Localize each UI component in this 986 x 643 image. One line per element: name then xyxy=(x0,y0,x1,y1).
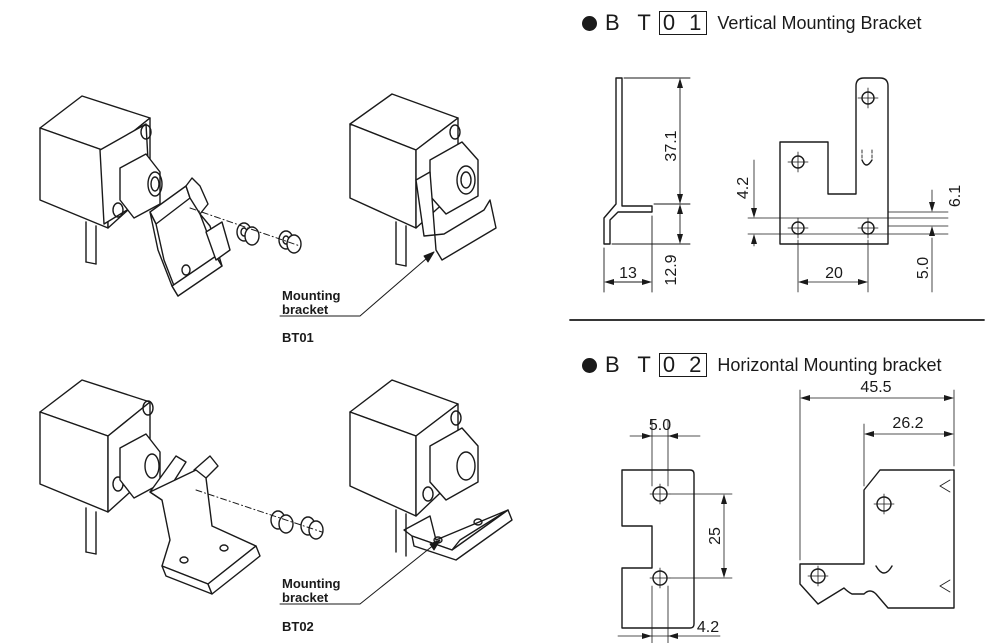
bt01-front-view xyxy=(747,77,949,293)
bt01-header: B T 0 1 Vertical Mounting Bracket xyxy=(582,10,922,36)
bt01-dim-height-lower: 12.9 xyxy=(663,254,680,285)
bt02-dim-inner-width: 26.2 xyxy=(892,415,923,432)
bt02-header: B T 0 2 Horizontal Mounting bracket xyxy=(582,352,942,378)
bt01-code-label: BT01 xyxy=(282,330,314,345)
bt02-mounting-bracket-label: Mounting bracket xyxy=(282,576,341,605)
bt02-dim-overall-width: 45.5 xyxy=(860,379,891,396)
sensor-assembly-bt01-assembled xyxy=(349,93,497,267)
bt01-dim-hole-pitch: 20 xyxy=(825,265,843,282)
bt01-dim-hole-dia: 4.2 xyxy=(735,177,752,199)
bullet-icon xyxy=(582,15,597,31)
bracket-bt02-exploded xyxy=(149,455,261,595)
bt02-dim-hole-dia: 4.2 xyxy=(697,619,719,636)
bt02-dim-hole-pitch: 25 xyxy=(707,527,724,545)
bracket-bt01-exploded xyxy=(149,177,231,297)
bt02-left-view xyxy=(617,419,733,643)
screws-bt02 xyxy=(195,489,324,540)
bt01-boxed-number: 0 1 xyxy=(658,11,708,35)
bullet-icon xyxy=(582,357,597,373)
screws-bt01 xyxy=(189,207,302,254)
leader-lines xyxy=(279,251,441,605)
bt01-title: Vertical Mounting Bracket xyxy=(717,12,922,33)
bt01-dim-slot-bottom: 5.0 xyxy=(915,257,932,279)
sensor-assembly-bt01-exploded xyxy=(39,95,163,265)
bt02-dim-slot-width: 5.0 xyxy=(649,417,671,434)
bt02-prefix: B T xyxy=(605,352,657,377)
bt02-right-view xyxy=(799,389,955,609)
bt01-dim-width: 13 xyxy=(619,265,637,282)
bt01-mounting-bracket-label: Mounting bracket xyxy=(282,288,341,317)
bt02-boxed-number: 0 2 xyxy=(658,353,708,377)
bt01-prefix: B T xyxy=(605,10,657,35)
sensor-assembly-bt02-exploded xyxy=(39,379,161,555)
bt01-dim-height-upper: 37.1 xyxy=(663,130,680,161)
bt01-dim-slot-top: 6.1 xyxy=(947,185,964,207)
bt02-title: Horizontal Mounting bracket xyxy=(717,354,942,375)
bt02-code-label: BT02 xyxy=(282,619,314,634)
sensor-assembly-bt02-assembled xyxy=(349,379,513,561)
bt01-side-view xyxy=(603,77,691,293)
